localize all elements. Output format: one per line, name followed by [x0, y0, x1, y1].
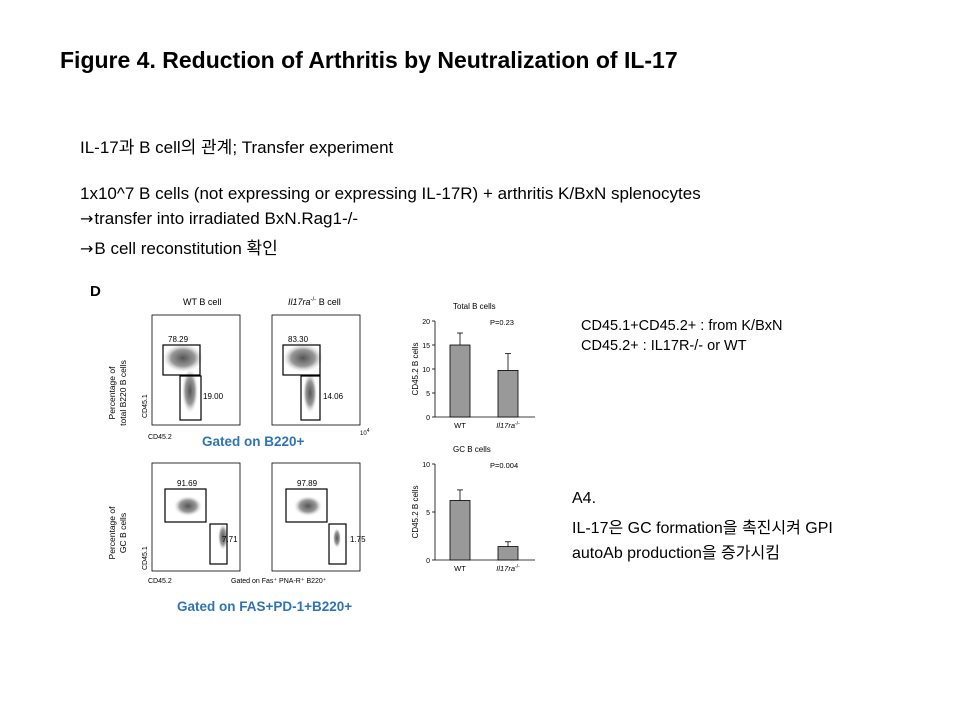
top-ylabel-2: total B220 B cells	[118, 360, 128, 426]
bottom-ylabel-1: Percentage of	[107, 506, 117, 560]
top-tick-label: 104	[360, 428, 370, 437]
chart-title: Total B cells	[453, 302, 496, 311]
bottom-ylabel-2: GC B cells	[118, 513, 128, 553]
bar	[497, 370, 519, 418]
wt-b-cell-label: WT B cell	[183, 297, 221, 307]
y-tick-label: 0	[426, 558, 430, 565]
top-ylabel-1: Percentage of	[107, 366, 117, 420]
flow-plot-ko-bottom: 97.89 1.75	[271, 462, 366, 572]
wt-top-gate2-value: 19.00	[203, 392, 224, 401]
bottom-cd452-label: CD45.2	[148, 578, 172, 585]
y-tick-label: 5	[426, 391, 430, 398]
panel-letter: D	[90, 283, 101, 300]
y-tick-label: 0	[426, 415, 430, 422]
gate-label-bottom: Gated on FAS+PD-1+B220+	[177, 599, 353, 614]
arrow-icon: →	[80, 239, 94, 258]
y-tick-label: 15	[422, 343, 430, 350]
slide-title: Figure 4. Reduction of Arthritis by Neut…	[60, 47, 678, 73]
note-line-1: CD45.1+CD45.2+ : from K/BxN	[581, 318, 783, 334]
bar	[449, 500, 471, 561]
flow-plot-ko-top: 83.30 14.06	[271, 314, 361, 426]
bottom-cd451-label: CD45.1	[142, 546, 149, 570]
y-axis-label: CD45.2 B cells	[411, 486, 420, 539]
protocol-line-3: →B cell reconstitution 확인	[80, 234, 278, 259]
x-category-label: WT	[454, 564, 466, 573]
a4-line-2: autoAb production을 증가시킴	[572, 545, 780, 562]
y-tick-label: 5	[426, 510, 430, 517]
x-category-label: Il17ra-/-	[496, 421, 520, 430]
y-tick-label: 10	[422, 462, 430, 469]
ko-top-gate2-value: 14.06	[323, 392, 344, 401]
protocol-line-1: 1x10^7 B cells (not expressing or expres…	[80, 184, 701, 203]
p-value-annotation: P=0.004	[490, 461, 518, 470]
ko-bottom-gate1-value: 97.89	[297, 479, 318, 488]
wt-top-gate1-value: 78.29	[168, 335, 189, 344]
protocol-line-2: →transfer into irradiated BxN.Rag1-/-	[80, 209, 358, 229]
y-axis-label: CD45.2 B cells	[411, 343, 420, 396]
bottom-gated-xaxis-label: Gated on Fas⁺ PNA-R⁺ B220⁺	[231, 577, 327, 585]
bar	[449, 344, 471, 418]
top-cd452-label: CD45.2	[148, 434, 172, 441]
y-tick-label: 10	[422, 367, 430, 374]
note-line-2: CD45.2+ : IL17R-/- or WT	[581, 338, 747, 354]
figure-panel-d: D WT B cell Il17ra-/- B cell Percentage …	[90, 283, 535, 585]
arrow-icon: →	[80, 209, 94, 228]
wt-bottom-gate1-value: 91.69	[177, 479, 198, 488]
p-value-annotation: P=0.23	[490, 318, 514, 327]
x-category-label: Il17ra-/-	[496, 564, 520, 573]
a4-label: A4.	[572, 490, 597, 507]
protocol-line-3-text: B cell reconstitution 확인	[94, 239, 278, 258]
flow-plot-wt-bottom: 91.69 7.71	[151, 462, 241, 572]
flow-plot-wt-top: 78.29 19.00	[151, 314, 241, 426]
subtitle: IL-17과 B cell의 관계; Transfer experiment	[80, 138, 394, 157]
bar	[497, 546, 519, 561]
ko-bottom-gate2-value: 1.75	[350, 535, 366, 544]
wt-bottom-gate2-value: 7.71	[222, 535, 238, 544]
a4-line-1: IL-17은 GC formation을 촉진시켜 GPI	[572, 520, 833, 537]
gate-label-top: Gated on B220+	[202, 434, 305, 449]
ko-top-gate1-value: 83.30	[288, 335, 309, 344]
y-tick-label: 20	[422, 319, 430, 326]
protocol-line-2-text: transfer into irradiated BxN.Rag1-/-	[94, 209, 359, 228]
chart-title: GC B cells	[453, 445, 491, 454]
top-cd451-label: CD45.1	[142, 394, 149, 418]
il17ra-b-cell-label: Il17ra-/- B cell	[288, 297, 341, 307]
x-category-label: WT	[454, 421, 466, 430]
